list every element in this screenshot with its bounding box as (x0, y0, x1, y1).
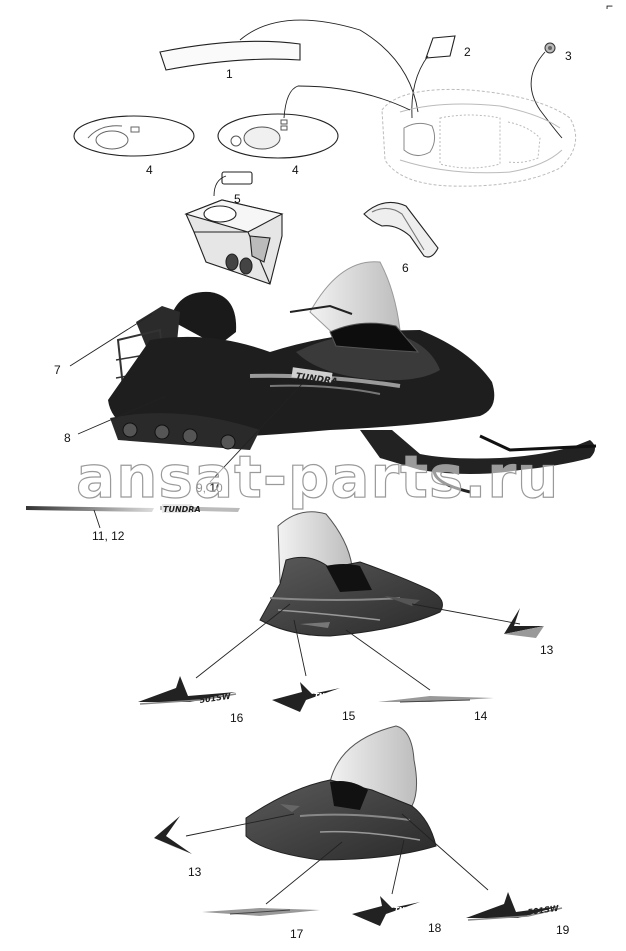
callout-13-upper: 13 (540, 643, 554, 657)
part-5-label (221, 171, 253, 185)
part-11-12-stripe: TUNDRA (26, 504, 240, 514)
leader-18 (391, 839, 405, 895)
model-badge-16: 501SW (199, 692, 232, 705)
leader-13b (185, 813, 295, 837)
hood-top-view (381, 88, 577, 187)
callout-16: 16 (230, 711, 244, 725)
watermark: ansat-parts.ru (76, 443, 559, 511)
callout-2: 2 (464, 45, 471, 59)
tundra-stripe-logo: TUNDRA (163, 505, 201, 514)
leader-7 (69, 313, 153, 367)
leader-5 (213, 175, 227, 197)
part-6-visor-cover (363, 201, 439, 258)
leader-15 (293, 619, 307, 677)
leader-11 (93, 509, 101, 529)
leader-17 (265, 841, 343, 905)
hood-view-a (259, 511, 443, 637)
part-1-trim-strip (159, 40, 301, 71)
callout-17: 17 (290, 927, 304, 941)
decal-13-lower (154, 816, 192, 854)
decal-18: TNA (352, 896, 420, 926)
console-box (184, 199, 284, 285)
leader-8 (77, 395, 167, 435)
decal-16: 501SW (138, 676, 237, 705)
part-2-decal (425, 35, 456, 59)
leader-9 (209, 383, 303, 483)
callout-11-12: 11, 12 (92, 529, 125, 543)
leader-14 (345, 629, 431, 691)
leader-1 (239, 19, 419, 113)
decal-15: TNA (272, 682, 340, 712)
leader-16 (195, 603, 291, 679)
callout-18: 18 (428, 921, 442, 935)
corner-mark: ⌐ (606, 0, 613, 13)
callout-15: 15 (342, 709, 356, 723)
callout-14: 14 (474, 709, 488, 723)
part-4-left-console-decal (73, 115, 195, 157)
logo-18: TNA (394, 906, 410, 914)
callout-6: 6 (402, 261, 409, 275)
decal-17 (202, 908, 320, 916)
callout-9-10: 9, 10 (196, 481, 223, 495)
callout-4-left: 4 (146, 163, 153, 177)
callout-5: 5 (234, 192, 241, 206)
leader-4 (283, 85, 411, 119)
decal-13-upper (504, 608, 544, 638)
callout-13-lower: 13 (188, 865, 202, 879)
callout-3: 3 (565, 49, 572, 63)
leader-2 (411, 55, 429, 119)
decal-19: 501SW (466, 892, 563, 921)
callout-7: 7 (54, 363, 61, 377)
logo-15: TNA (314, 692, 330, 700)
part-3-emblem (544, 42, 556, 54)
hood-view-b (245, 725, 437, 861)
leader-13a (411, 603, 521, 625)
model-badge-19: 501SW (527, 904, 560, 917)
part-4-right-console-decal (217, 113, 339, 159)
leader-19 (401, 813, 489, 891)
callout-4-right: 4 (292, 163, 299, 177)
callout-19: 19 (556, 923, 570, 937)
leader-3 (530, 51, 563, 139)
callout-1: 1 (226, 67, 233, 81)
callout-8: 8 (64, 431, 71, 445)
decal-14 (378, 696, 494, 703)
